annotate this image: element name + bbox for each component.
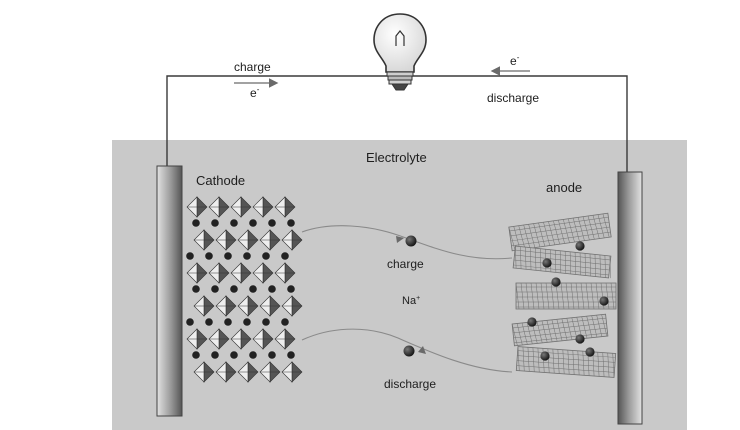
octahedron — [259, 361, 281, 383]
cathode-sodium-ion — [249, 351, 257, 359]
cathode-sodium-ion — [211, 351, 219, 359]
cathode-sodium-ion — [262, 252, 270, 260]
cathode-sodium-ion — [287, 351, 295, 359]
anode-sodium-ion — [575, 334, 585, 344]
cathode-sodium-ion — [249, 285, 257, 293]
sodium-ion-label: Na+ — [402, 295, 420, 307]
octahedron — [230, 328, 252, 350]
anode-sodium-ion — [575, 241, 585, 251]
ion-charge-label: charge — [387, 257, 424, 271]
discharge-flow-arrowhead — [418, 346, 426, 354]
cathode-sodium-ion — [186, 318, 194, 326]
octahedron — [252, 328, 274, 350]
cathode-sodium-ion — [211, 219, 219, 227]
cathode-sodium-ion — [211, 285, 219, 293]
octahedron — [186, 328, 208, 350]
electrolyte-label: Electrolyte — [366, 150, 427, 165]
octahedron — [252, 196, 274, 218]
cathode-sodium-ion — [224, 252, 232, 260]
octahedron — [274, 328, 296, 350]
anode-sodium-ion — [540, 351, 550, 361]
octahedron — [252, 262, 274, 284]
cathode-sodium-ion — [268, 219, 276, 227]
anode-sodium-ion — [527, 317, 537, 327]
anode-graphite-layers — [508, 212, 617, 378]
cathode-sodium-ion — [287, 285, 295, 293]
circuit-electron-right: e- — [510, 53, 520, 68]
cathode-sodium-ion — [281, 252, 289, 260]
circuit-charge-label: charge — [234, 60, 271, 74]
charge-flow-arrowhead — [396, 236, 404, 243]
cathode-sodium-ion — [243, 318, 251, 326]
anode-sodium-ion — [551, 277, 561, 287]
cathode-sodium-ion — [205, 252, 213, 260]
cathode-label: Cathode — [196, 173, 245, 188]
octahedron — [186, 262, 208, 284]
octahedron — [230, 196, 252, 218]
external-circuit-wire-right — [412, 75, 628, 172]
cathode-sodium-ion — [224, 318, 232, 326]
octahedron — [215, 229, 237, 251]
octahedron — [208, 262, 230, 284]
cathode-sodium-ion — [268, 351, 276, 359]
octahedron — [281, 295, 303, 317]
cathode-sodium-ion — [287, 219, 295, 227]
octahedron — [281, 229, 303, 251]
cathode-sodium-ion — [186, 252, 194, 260]
cathode-sodium-ion — [192, 219, 200, 227]
octahedron — [186, 196, 208, 218]
cathode-electrode — [156, 165, 183, 417]
external-circuit-wire — [166, 75, 388, 166]
cathode-sodium-ion — [230, 351, 238, 359]
octahedron — [208, 328, 230, 350]
octahedron — [237, 361, 259, 383]
anode-label: anode — [546, 180, 582, 195]
sodium-ion-icon — [405, 235, 417, 247]
cathode-sodium-ion — [243, 252, 251, 260]
octahedron — [230, 262, 252, 284]
octahedron — [237, 295, 259, 317]
circuit-discharge-label: discharge — [487, 91, 539, 105]
anode-sodium-ion — [542, 258, 552, 268]
octahedron — [237, 229, 259, 251]
octahedron — [274, 196, 296, 218]
cathode-sodium-ion — [230, 285, 238, 293]
anode-sodium-ion — [599, 296, 609, 306]
cathode-sodium-ion — [268, 285, 276, 293]
charge-flow-arrow — [301, 225, 513, 260]
cathode-sodium-ion — [205, 318, 213, 326]
cathode-sodium-ion — [249, 219, 257, 227]
octahedron — [215, 295, 237, 317]
ion-discharge-label: discharge — [384, 377, 436, 391]
octahedron — [281, 361, 303, 383]
cathode-lattice — [186, 196, 303, 383]
octahedron — [208, 196, 230, 218]
octahedron — [193, 361, 215, 383]
sodium-ion-icon — [403, 345, 415, 357]
octahedron — [193, 229, 215, 251]
graphite-sheet — [508, 212, 612, 252]
cathode-sodium-ion — [230, 219, 238, 227]
circuit-electron-left: e- — [250, 85, 260, 100]
cathode-sodium-ion — [192, 351, 200, 359]
octahedron — [215, 361, 237, 383]
octahedron — [274, 262, 296, 284]
graphite-sheet — [515, 282, 617, 310]
cathode-sodium-ion — [192, 285, 200, 293]
octahedron — [259, 295, 281, 317]
discharge-flow-arrow — [301, 328, 513, 373]
cathode-sodium-ion — [281, 318, 289, 326]
cathode-sodium-ion — [262, 318, 270, 326]
anode-sodium-ion — [585, 347, 595, 357]
light-bulb-icon — [373, 13, 427, 91]
octahedron — [193, 295, 215, 317]
anode-electrode — [617, 171, 643, 425]
octahedron — [259, 229, 281, 251]
